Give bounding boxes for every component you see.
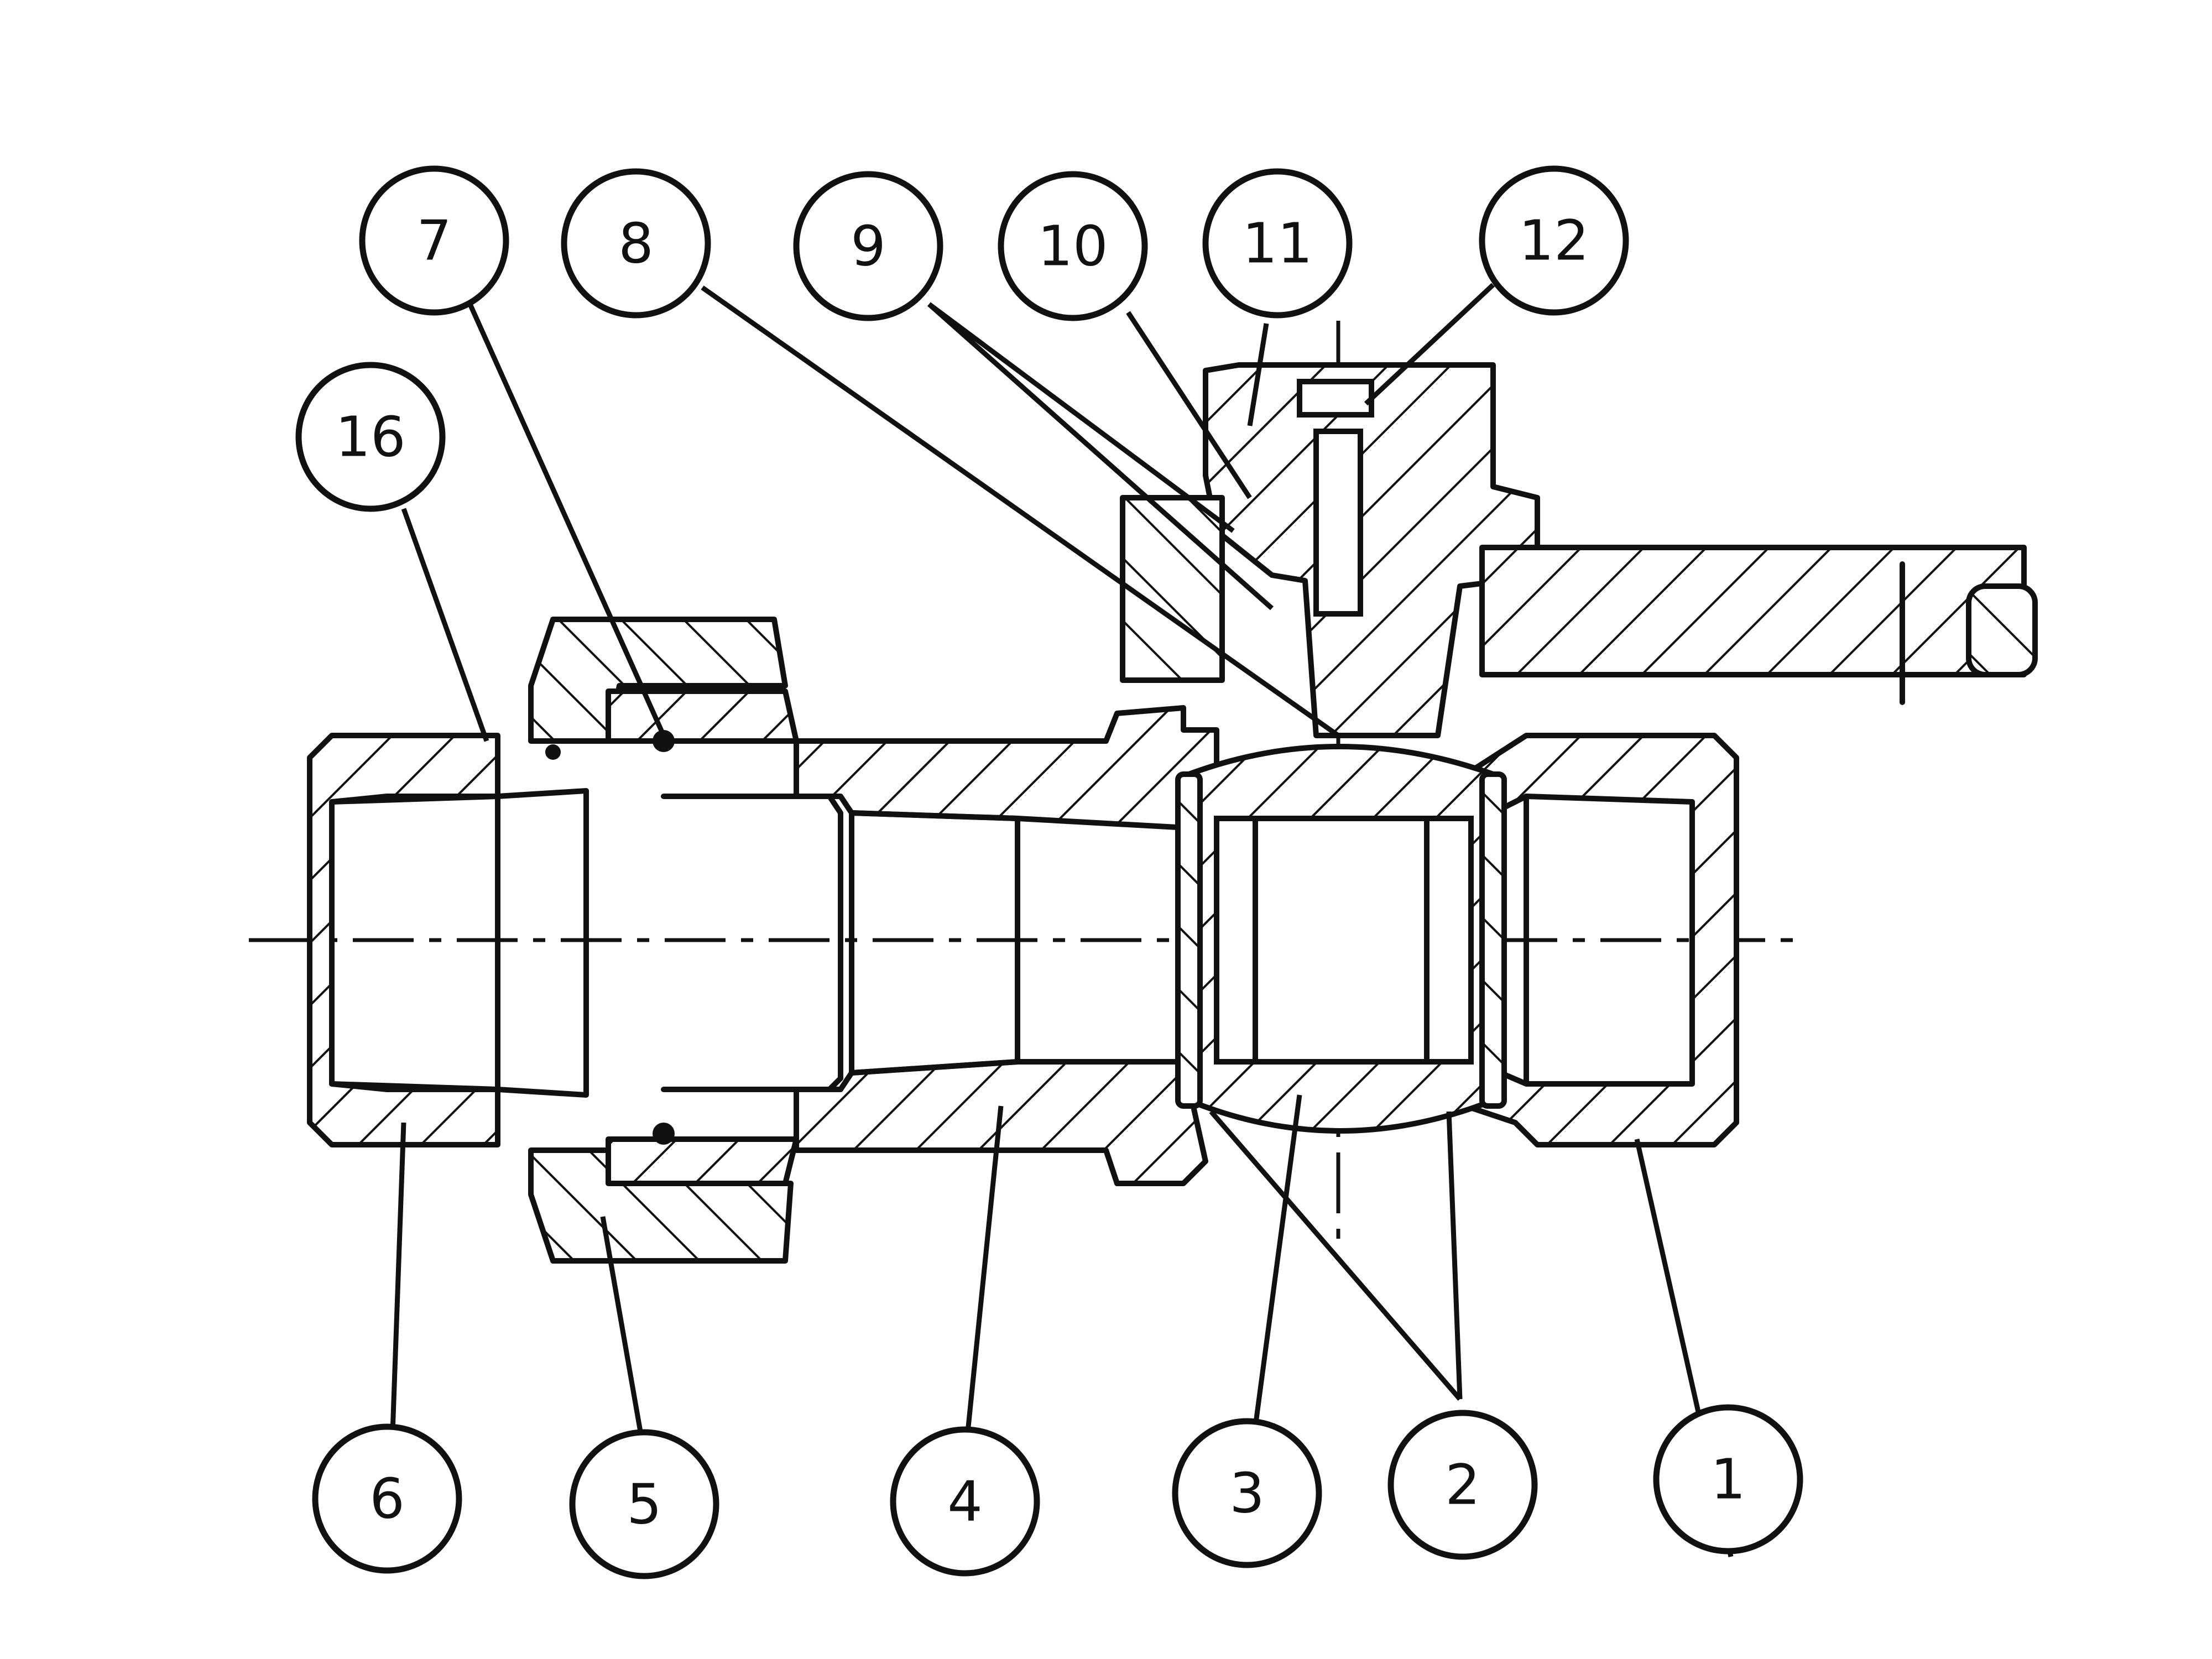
- packing-nut-part-9: [1120, 495, 1225, 683]
- callout-10: 10: [998, 171, 1148, 321]
- tail-piece-part-6: [307, 733, 589, 1147]
- callout-8: 8: [561, 168, 711, 319]
- callout-5: 5: [569, 1429, 719, 1579]
- callout-2-label: 2: [1445, 1453, 1480, 1517]
- handle-lever: [1479, 545, 2027, 677]
- handle-tip: [1966, 583, 2038, 677]
- stem-housing: [1120, 362, 1540, 738]
- callout-2: 2: [1387, 1410, 1538, 1560]
- gasket-part-16: [545, 744, 561, 760]
- union-nut-part-5: [528, 617, 799, 1264]
- callout-1-label: 1: [1710, 1447, 1746, 1512]
- o-ring-part-7-lower: [653, 1123, 675, 1145]
- callout-4-label: 4: [947, 1469, 983, 1534]
- stem-part-10: [1313, 429, 1363, 617]
- handle-part-12: [1479, 545, 2038, 705]
- callout-16: 16: [295, 362, 446, 512]
- callout-6: 6: [312, 1423, 462, 1574]
- seat-left-part-2: [1175, 771, 1203, 1109]
- callout-8-label: 8: [618, 211, 654, 276]
- callout-9: 9: [793, 171, 943, 321]
- callout-12: 12: [1479, 165, 1629, 316]
- callout-16-label: 16: [335, 405, 405, 469]
- callout-10-label: 10: [1037, 214, 1108, 279]
- body-part-4: [661, 705, 1219, 1186]
- callout-6-label: 6: [369, 1467, 405, 1531]
- callout-3: 3: [1172, 1418, 1322, 1568]
- callout-12-label: 12: [1519, 208, 1589, 273]
- stem-nut-part-11: [1297, 379, 1374, 418]
- callout-1: 1: [1653, 1404, 1803, 1554]
- callout-7-label: 7: [416, 208, 452, 273]
- seat-right-part-2: [1479, 771, 1507, 1109]
- callout-7: 7: [359, 165, 509, 316]
- callout-9-label: 9: [851, 214, 886, 279]
- callout-11-label: 11: [1242, 211, 1312, 276]
- ball-part-3: [1186, 744, 1496, 1134]
- callout-5-label: 5: [627, 1472, 662, 1537]
- o-ring-part-7: [653, 730, 675, 752]
- leader-lines: [390, 283, 1734, 1557]
- callout-4: 4: [890, 1426, 1040, 1577]
- callout-11: 11: [1202, 168, 1353, 319]
- callout-3-label: 3: [1229, 1461, 1265, 1526]
